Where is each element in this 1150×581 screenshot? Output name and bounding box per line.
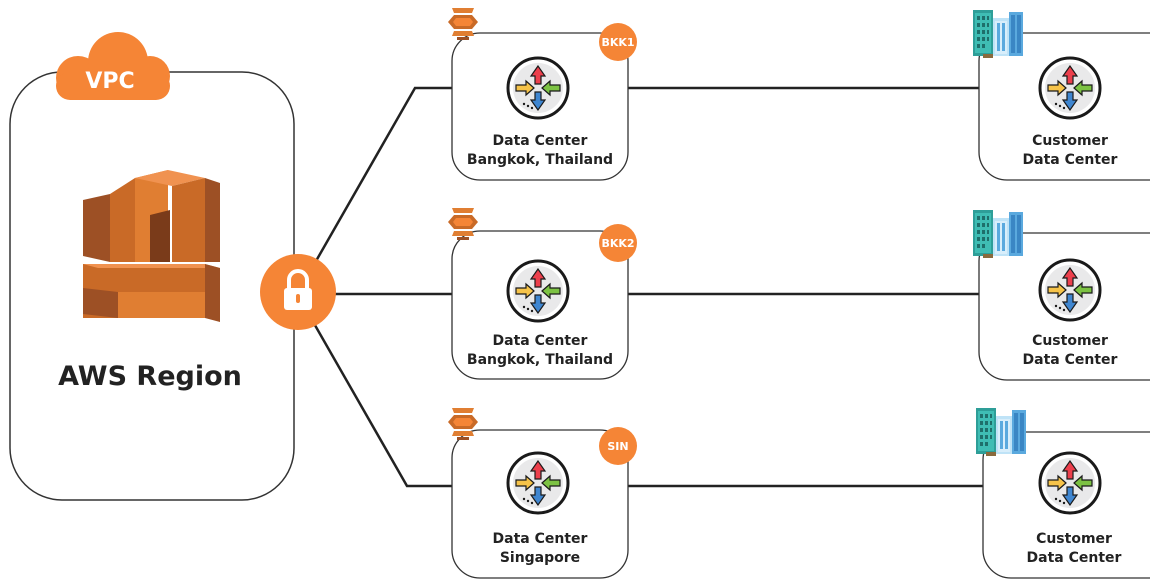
connection-line-3 — [298, 298, 1040, 488]
customer-label-line1: Customer — [1032, 133, 1108, 149]
office-building-icon — [973, 210, 1023, 258]
location-badge-label-1: BKK1 — [601, 36, 634, 49]
router-icon — [1038, 56, 1102, 120]
datacenter-label-line2: Singapore — [500, 550, 580, 566]
location-badge-3 — [599, 427, 637, 465]
datacenter-label-line1: Data Center — [493, 333, 588, 349]
location-badge-2 — [599, 224, 637, 262]
router-icon — [1038, 451, 1102, 515]
router-icon — [506, 451, 570, 515]
vpc-label: VPC — [85, 69, 134, 94]
location-badge-1 — [599, 23, 637, 61]
router-icon — [506, 259, 570, 323]
connection-lines — [298, 86, 1040, 488]
connection-line-1 — [298, 86, 1040, 290]
customer-label-line1: Customer — [1036, 531, 1112, 547]
direct-connect-icon — [448, 8, 478, 40]
datacenter-label-line2: Bangkok, Thailand — [467, 152, 613, 168]
direct-connect-icon — [448, 208, 478, 240]
aws-region-icon — [83, 170, 220, 322]
direct-connect-icon — [448, 408, 478, 440]
customer-label-line2: Data Center — [1027, 550, 1122, 566]
office-building-icon — [973, 10, 1023, 58]
office-building-icon — [976, 408, 1026, 456]
datacenter-label-line2: Bangkok, Thailand — [467, 352, 613, 368]
location-badge-label-3: SIN — [607, 440, 628, 453]
datacenter-label-line1: Data Center — [493, 531, 588, 547]
vpn-gateway-node — [260, 254, 336, 330]
customer-label-line1: Customer — [1032, 333, 1108, 349]
customer-label-line2: Data Center — [1023, 352, 1118, 368]
location-badge-label-2: BKK2 — [601, 237, 634, 250]
lock-icon — [284, 269, 312, 310]
datacenter-label-line1: Data Center — [493, 133, 588, 149]
vpc-cloud-icon — [56, 32, 170, 100]
customer-label-line2: Data Center — [1023, 152, 1118, 168]
region-label: AWS Region — [58, 361, 242, 392]
router-icon — [1038, 258, 1102, 322]
router-icon — [506, 56, 570, 120]
